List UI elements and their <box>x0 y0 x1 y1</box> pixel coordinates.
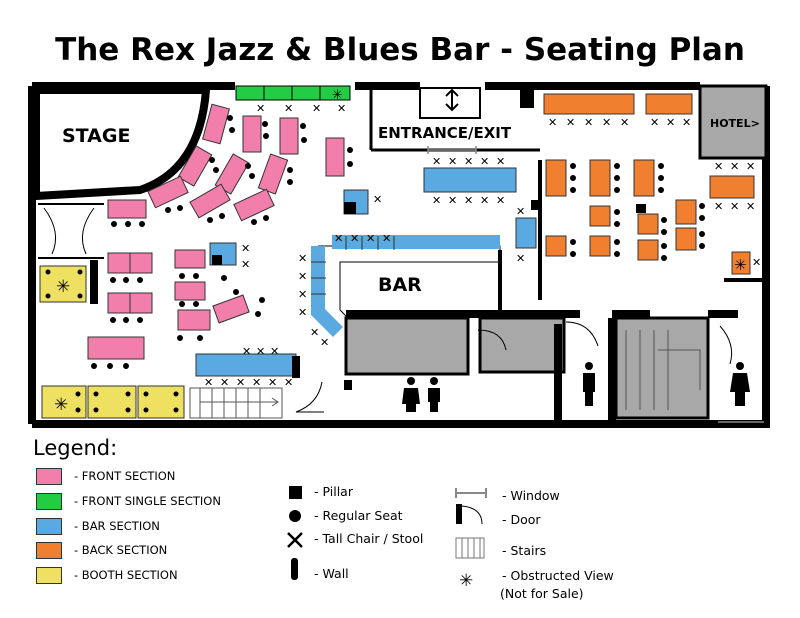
entrance-area: ENTRANCE/EXIT <box>369 87 540 152</box>
svg-text:✕: ✕ <box>496 155 505 168</box>
booth-seats: ✳ ✳ <box>45 269 179 415</box>
svg-text:✕: ✕ <box>496 194 505 207</box>
page-title: The Rex Jazz & Blues Bar - Seating Plan <box>55 32 745 68</box>
svg-text:✕: ✕ <box>480 194 489 207</box>
pillar <box>520 90 534 108</box>
svg-text:✕: ✕ <box>746 160 755 173</box>
hotel-area: HOTEL> <box>698 84 768 160</box>
booth-section <box>39 260 185 419</box>
svg-text:✕: ✕ <box>310 326 319 339</box>
svg-text:✕: ✕ <box>730 160 739 173</box>
svg-text:✕: ✕ <box>432 155 441 168</box>
svg-text:✕: ✕ <box>320 336 329 349</box>
stage-area: STAGE <box>32 86 211 201</box>
svg-text:✕: ✕ <box>350 232 359 245</box>
svg-text:✕: ✕ <box>548 116 557 129</box>
back-section-stools: ✕ ✕ ✕ ✕ ✕ ✕ ✕ ✕ ✕ ✕ ✕ ✕ ✕ ✕ ✕ ✳ <box>548 116 761 274</box>
svg-text:✕: ✕ <box>242 345 251 358</box>
stairs-door <box>295 381 324 413</box>
svg-text:✕: ✕ <box>337 102 346 115</box>
svg-text:✕: ✕ <box>220 376 229 389</box>
svg-text:✕: ✕ <box>298 252 307 265</box>
svg-text:✕: ✕ <box>256 102 265 115</box>
gray-rooms <box>344 316 710 420</box>
svg-text:✕: ✕ <box>298 288 307 301</box>
svg-text:✕: ✕ <box>241 258 250 271</box>
svg-text:✕: ✕ <box>284 376 293 389</box>
svg-text:✕: ✕ <box>204 376 213 389</box>
svg-text:✕: ✕ <box>584 116 593 129</box>
left-door <box>38 203 104 259</box>
svg-text:✕: ✕ <box>448 155 457 168</box>
svg-text:✕: ✕ <box>382 232 391 245</box>
svg-text:✕: ✕ <box>284 102 293 115</box>
stairs-left <box>189 387 283 419</box>
svg-text:✕: ✕ <box>312 102 321 115</box>
stairs-right <box>625 330 701 410</box>
svg-text:✕: ✕ <box>373 193 382 206</box>
svg-text:✕: ✕ <box>602 116 611 129</box>
front-section-stage-seats <box>111 115 353 227</box>
front-section-mid-seats <box>91 273 265 369</box>
svg-text:✕: ✕ <box>334 232 343 245</box>
svg-text:✕: ✕ <box>566 116 575 129</box>
svg-text:✕: ✕ <box>448 194 457 207</box>
svg-text:✕: ✕ <box>241 242 250 255</box>
bar-counter: BAR ✕✕✕✕ ✕✕✕✕ ✕✕ <box>298 232 502 349</box>
restroom-doors <box>477 321 733 365</box>
bar-section-stools: ✕✕ ✕ ✕✕✕ ✕✕✕✕✕✕ ✕✕✕✕✕ ✕✕✕✕✕ ✕✕ <box>204 155 525 389</box>
svg-text:✕: ✕ <box>650 116 659 129</box>
entrance-label: ENTRANCE/EXIT <box>378 124 512 142</box>
pillars-mid <box>212 200 540 265</box>
svg-text:✕: ✕ <box>714 200 723 213</box>
svg-text:✕: ✕ <box>480 155 489 168</box>
svg-text:✕: ✕ <box>256 345 265 358</box>
svg-text:✕: ✕ <box>268 376 277 389</box>
svg-text:✕: ✕ <box>464 155 473 168</box>
svg-text:✳: ✳ <box>56 277 70 297</box>
svg-text:✕: ✕ <box>366 232 375 245</box>
hotel-label: HOTEL> <box>710 117 760 130</box>
svg-text:✕: ✕ <box>620 116 629 129</box>
svg-text:✕: ✕ <box>682 116 691 129</box>
front-single-section: ✕ ✕ ✕ ✕ ✳ <box>235 85 351 115</box>
svg-text:✳: ✳ <box>332 88 343 103</box>
entrance-arrow-icon <box>445 88 459 112</box>
svg-text:✳: ✳ <box>734 256 747 274</box>
inner-walls <box>292 310 738 424</box>
restroom-icons <box>402 362 750 412</box>
svg-text:✕: ✕ <box>752 256 761 269</box>
windows <box>427 146 764 423</box>
svg-text:✕: ✕ <box>516 205 525 218</box>
front-section-stage-tables <box>107 103 345 222</box>
svg-text:✕: ✕ <box>666 116 675 129</box>
back-section-seats <box>570 163 705 261</box>
svg-text:✳: ✳ <box>54 395 68 415</box>
svg-text:✕: ✕ <box>236 376 245 389</box>
svg-text:✕: ✕ <box>298 270 307 283</box>
svg-text:✕: ✕ <box>432 194 441 207</box>
svg-text:✕: ✕ <box>252 376 261 389</box>
svg-text:✕: ✕ <box>730 200 739 213</box>
svg-text:✕: ✕ <box>464 194 473 207</box>
svg-text:✕: ✕ <box>516 252 525 265</box>
bar-label: BAR <box>378 274 422 296</box>
svg-text:✕: ✕ <box>298 306 307 319</box>
back-section-tables <box>543 93 755 275</box>
svg-text:✕: ✕ <box>270 345 279 358</box>
right-mid-walls <box>538 160 766 300</box>
stage-label: STAGE <box>62 125 130 147</box>
svg-text:✕: ✕ <box>714 160 723 173</box>
svg-text:✕: ✕ <box>746 200 755 213</box>
front-section-mid-tables <box>87 249 250 360</box>
